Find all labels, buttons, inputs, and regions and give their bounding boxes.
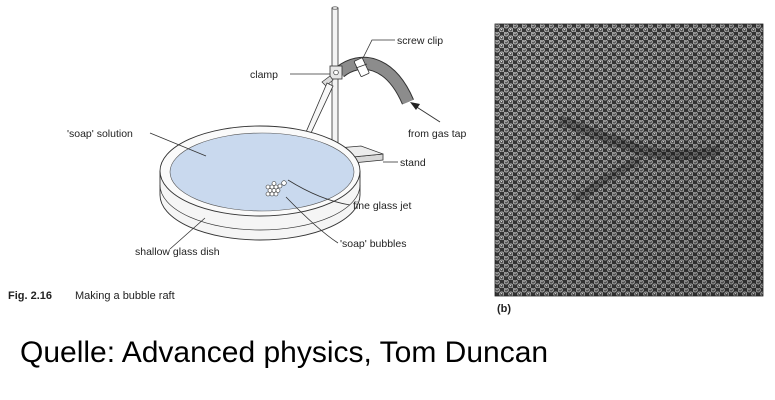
label-soap-solution: 'soap' solution	[67, 128, 133, 140]
label-stand: stand	[400, 157, 426, 169]
label-from-gas-tap: from gas tap	[408, 128, 467, 140]
source-citation: Quelle: Advanced physics, Tom Duncan	[20, 336, 549, 369]
figure-number: Fig. 2.16	[8, 290, 52, 302]
soap-solution-surface	[169, 132, 355, 212]
clamp	[321, 65, 343, 87]
label-clamp: clamp	[250, 69, 278, 81]
shallow-glass-dish	[159, 125, 361, 241]
bubble-raft-photo: (b)	[494, 23, 764, 315]
stand-rod	[331, 7, 339, 157]
panel-label-b: (b)	[497, 303, 511, 315]
label-screw-clip: screw clip	[397, 35, 443, 47]
gas-flow-arrow	[410, 102, 441, 123]
figure-caption: Making a bubble raft	[75, 290, 175, 302]
apparatus-diagram: screw clip clamp from gas tap 'soap' sol…	[8, 6, 467, 302]
bubble-raft-figure: screw clip clamp from gas tap 'soap' sol…	[8, 6, 764, 315]
label-fine-glass-jet: fine glass jet	[353, 200, 411, 212]
screw-clip	[353, 57, 370, 77]
label-shallow-glass-dish: shallow glass dish	[135, 246, 220, 258]
label-soap-bubbles: 'soap' bubbles	[340, 238, 406, 250]
soap-bubbles	[265, 180, 287, 197]
